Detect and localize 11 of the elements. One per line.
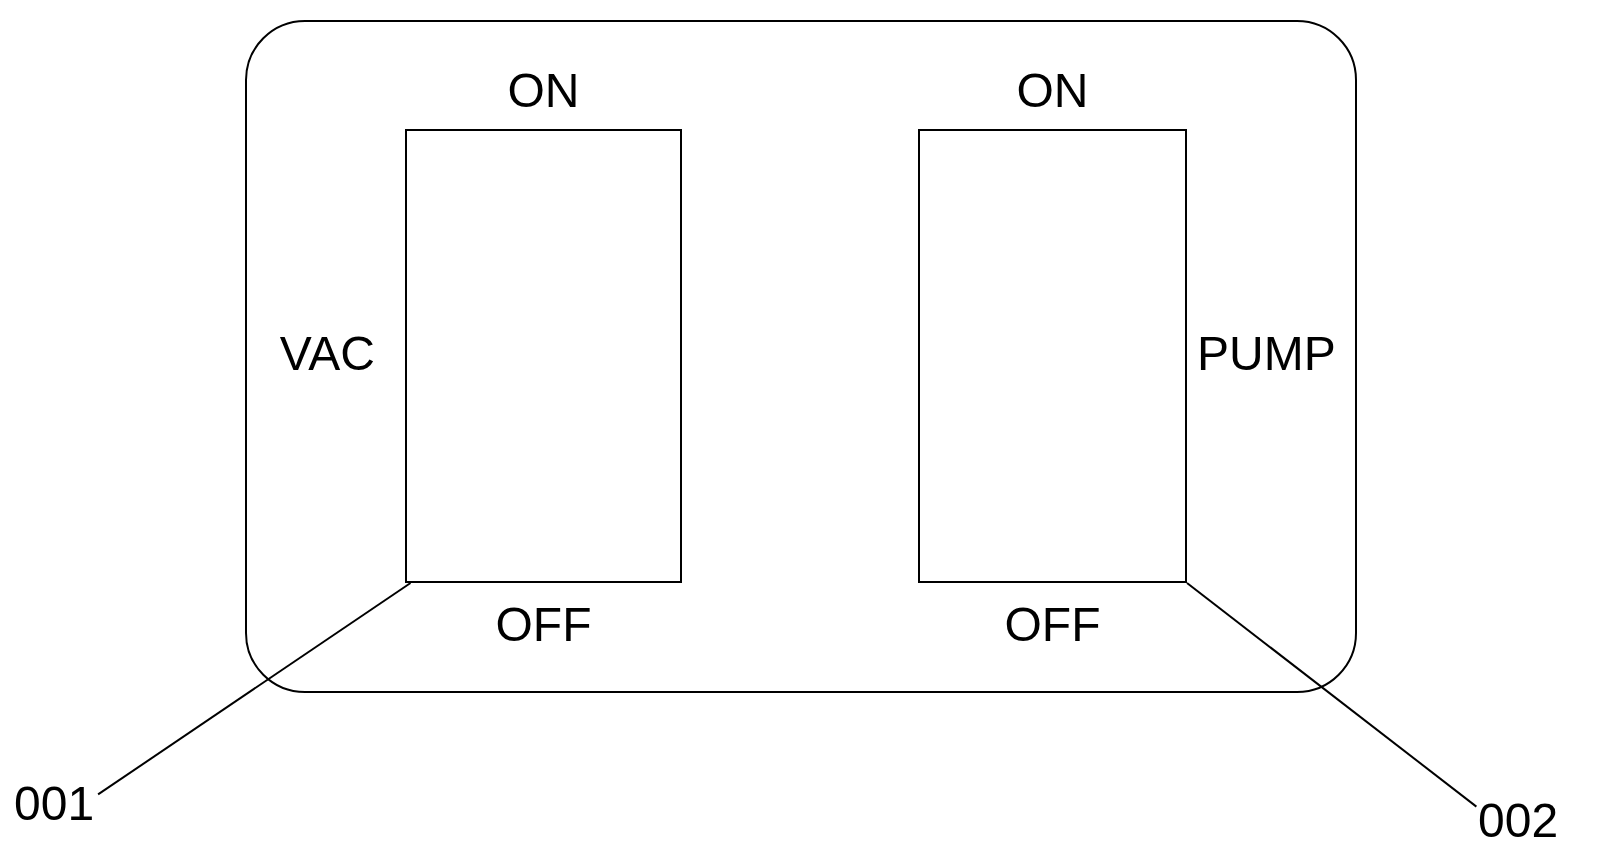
switch-label: ON [507,67,580,115]
switch-label: OFF [1004,601,1101,649]
callout-number: 002 [1478,797,1559,845]
switch-label: OFF [495,601,592,649]
switch-label: PUMP [1197,330,1336,378]
leader-line [1186,582,1478,808]
switch-label: ON [1016,67,1089,115]
leader-line [97,582,412,796]
callout-number: 001 [14,780,95,828]
switch-panel [245,20,1357,693]
switch-label: VAC [279,330,375,378]
